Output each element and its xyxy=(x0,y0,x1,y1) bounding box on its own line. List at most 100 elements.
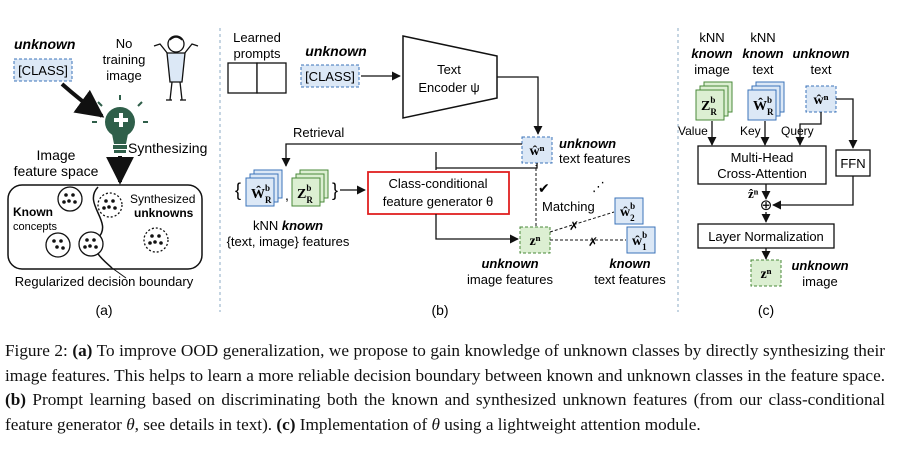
b-wn-to-generator-arrow xyxy=(436,163,538,169)
c-unknown-image-2: image xyxy=(802,274,837,289)
b-matching-label: Matching xyxy=(542,199,595,214)
caption-b-marker: (b) xyxy=(5,390,27,410)
a-regularized-boundary: Regularized decision boundary xyxy=(15,274,194,289)
b-unknown-image-features-2: image features xyxy=(467,272,553,287)
a-synthesized-unknowns-1: Synthesized xyxy=(130,192,195,206)
c-ffn-to-sum xyxy=(772,176,854,210)
c-col1-3: image xyxy=(694,62,729,77)
b-retrieval-arrow xyxy=(281,143,522,167)
b-text-encoder-shape xyxy=(402,35,498,119)
panel-b: Learned prompts unknown [CLASS] Text Enc… xyxy=(227,30,667,318)
c-value-label: Value xyxy=(678,124,708,138)
c-col2-2: known xyxy=(742,46,783,61)
b-arrow-encoder-to-wn xyxy=(497,76,543,135)
panel-a: unknown [CLASS] No training image xyxy=(7,35,207,318)
a-no-training-image-3: image xyxy=(106,68,141,83)
caption-text-5: using a lightweight attention module. xyxy=(439,414,701,434)
a-image-feature-space-2: feature space xyxy=(14,163,99,179)
a-synthesizing: Synthesizing xyxy=(128,140,207,156)
c-wn-to-ffn xyxy=(836,98,858,149)
known-cluster-icons xyxy=(45,186,104,258)
b-unknown-text-features-1: unknown xyxy=(559,136,616,151)
cluster-dots xyxy=(52,193,163,250)
b-class-token: [CLASS] xyxy=(305,69,355,84)
c-zrb-stack xyxy=(695,81,733,121)
a-arrow-to-bulb xyxy=(60,82,105,118)
a-no-training-image-2: training xyxy=(103,52,146,67)
caption-text-3: , see details in text). xyxy=(134,414,277,434)
b-comma: , xyxy=(285,187,289,203)
b-knn-known-1: kNN known xyxy=(253,218,323,233)
b-wn-box xyxy=(521,136,553,164)
b-retrieval-label: Retrieval xyxy=(293,125,344,140)
panel-c: kNN known image kNN known text unknown t… xyxy=(678,30,871,318)
c-zhat-n: ẑⁿ xyxy=(748,186,759,201)
c-zn-symbol: zⁿ xyxy=(760,267,771,282)
c-col3-1: unknown xyxy=(792,46,849,61)
caption-figure-number: Figure 2: xyxy=(5,341,73,360)
b-check-mark: ✔ xyxy=(538,180,550,196)
b-dots: ⋰ xyxy=(592,179,605,194)
c-mhca-2: Cross-Attention xyxy=(717,166,807,181)
unknown-cluster-icons xyxy=(97,192,169,253)
c-col1-2: known xyxy=(691,46,732,61)
caption-theta-2: θ xyxy=(431,414,440,434)
c-mhca-1: Multi-Head xyxy=(731,150,794,165)
b-brace-close: } xyxy=(332,180,338,200)
figure-caption: Figure 2: (a) To improve OOD generalizat… xyxy=(5,339,885,437)
b-wrb-stack xyxy=(245,169,283,207)
b-prompt-box-2 xyxy=(256,62,287,94)
c-panel-label: (c) xyxy=(758,302,774,318)
b-match-line-w2 xyxy=(549,211,615,233)
c-col3-2: text xyxy=(811,62,832,77)
b-prompt-box-1 xyxy=(227,62,258,94)
c-query-arrow xyxy=(795,112,822,146)
b-knn-known-2: {text, image} features xyxy=(227,234,350,249)
b-zrb-stack xyxy=(291,169,329,207)
c-zn-box xyxy=(750,259,782,287)
caption-text-4: Implementation of xyxy=(295,414,432,434)
c-wn-symbol: ŵⁿ xyxy=(814,93,829,108)
c-col1-1: kNN xyxy=(699,30,724,45)
caption-a-marker: (a) xyxy=(72,341,93,360)
a-no-training-image-1: No xyxy=(116,36,133,51)
c-col2-3: text xyxy=(753,62,774,77)
a-class-token-box xyxy=(13,58,73,82)
b-panel-label: (b) xyxy=(431,302,448,318)
a-synthesized-unknowns-2: unknowns xyxy=(134,206,194,220)
a-known-concepts-2: concepts xyxy=(13,221,58,233)
c-key-label: Key xyxy=(740,124,761,138)
caption-text-2: Prompt learning based on discriminating … xyxy=(5,390,885,434)
c-wrb-stack xyxy=(747,81,785,121)
b-learned-prompts-1: Learned xyxy=(233,30,281,45)
b-cross-2: ✗ xyxy=(588,235,598,249)
a-panel-label: (a) xyxy=(95,302,112,318)
c-mhca-box xyxy=(697,145,827,185)
a-image-feature-space-1: Image xyxy=(37,147,76,163)
c-layer-norm-box xyxy=(697,223,835,249)
b-text-encoder-2: Encoder ψ xyxy=(418,80,479,95)
b-unknown-label: unknown xyxy=(305,43,366,59)
b-generator-to-zn-arrow xyxy=(435,214,519,244)
a-class-token: [CLASS] xyxy=(18,63,68,78)
caption-theta-1: θ xyxy=(126,414,135,434)
b-learned-prompts-2: prompts xyxy=(234,46,281,61)
c-layer-norm: Layer Normalization xyxy=(708,229,824,244)
b-zn-symbol: zⁿ xyxy=(529,234,540,249)
b-known-text-features-2: text features xyxy=(594,272,666,287)
b-cross-1: ✗ xyxy=(569,219,579,233)
c-ffn: FFN xyxy=(840,156,865,171)
a-unknown-label: unknown xyxy=(14,36,75,52)
b-generator-box xyxy=(367,171,510,215)
figure-2: unknown [CLASS] No training image xyxy=(7,28,871,318)
lightbulb-icon xyxy=(92,95,148,153)
b-w1-box xyxy=(626,226,656,254)
b-w2-box xyxy=(614,197,644,225)
c-col2-1: kNN xyxy=(750,30,775,45)
caption-text-1: To improve OOD generalization, we propos… xyxy=(5,341,885,385)
